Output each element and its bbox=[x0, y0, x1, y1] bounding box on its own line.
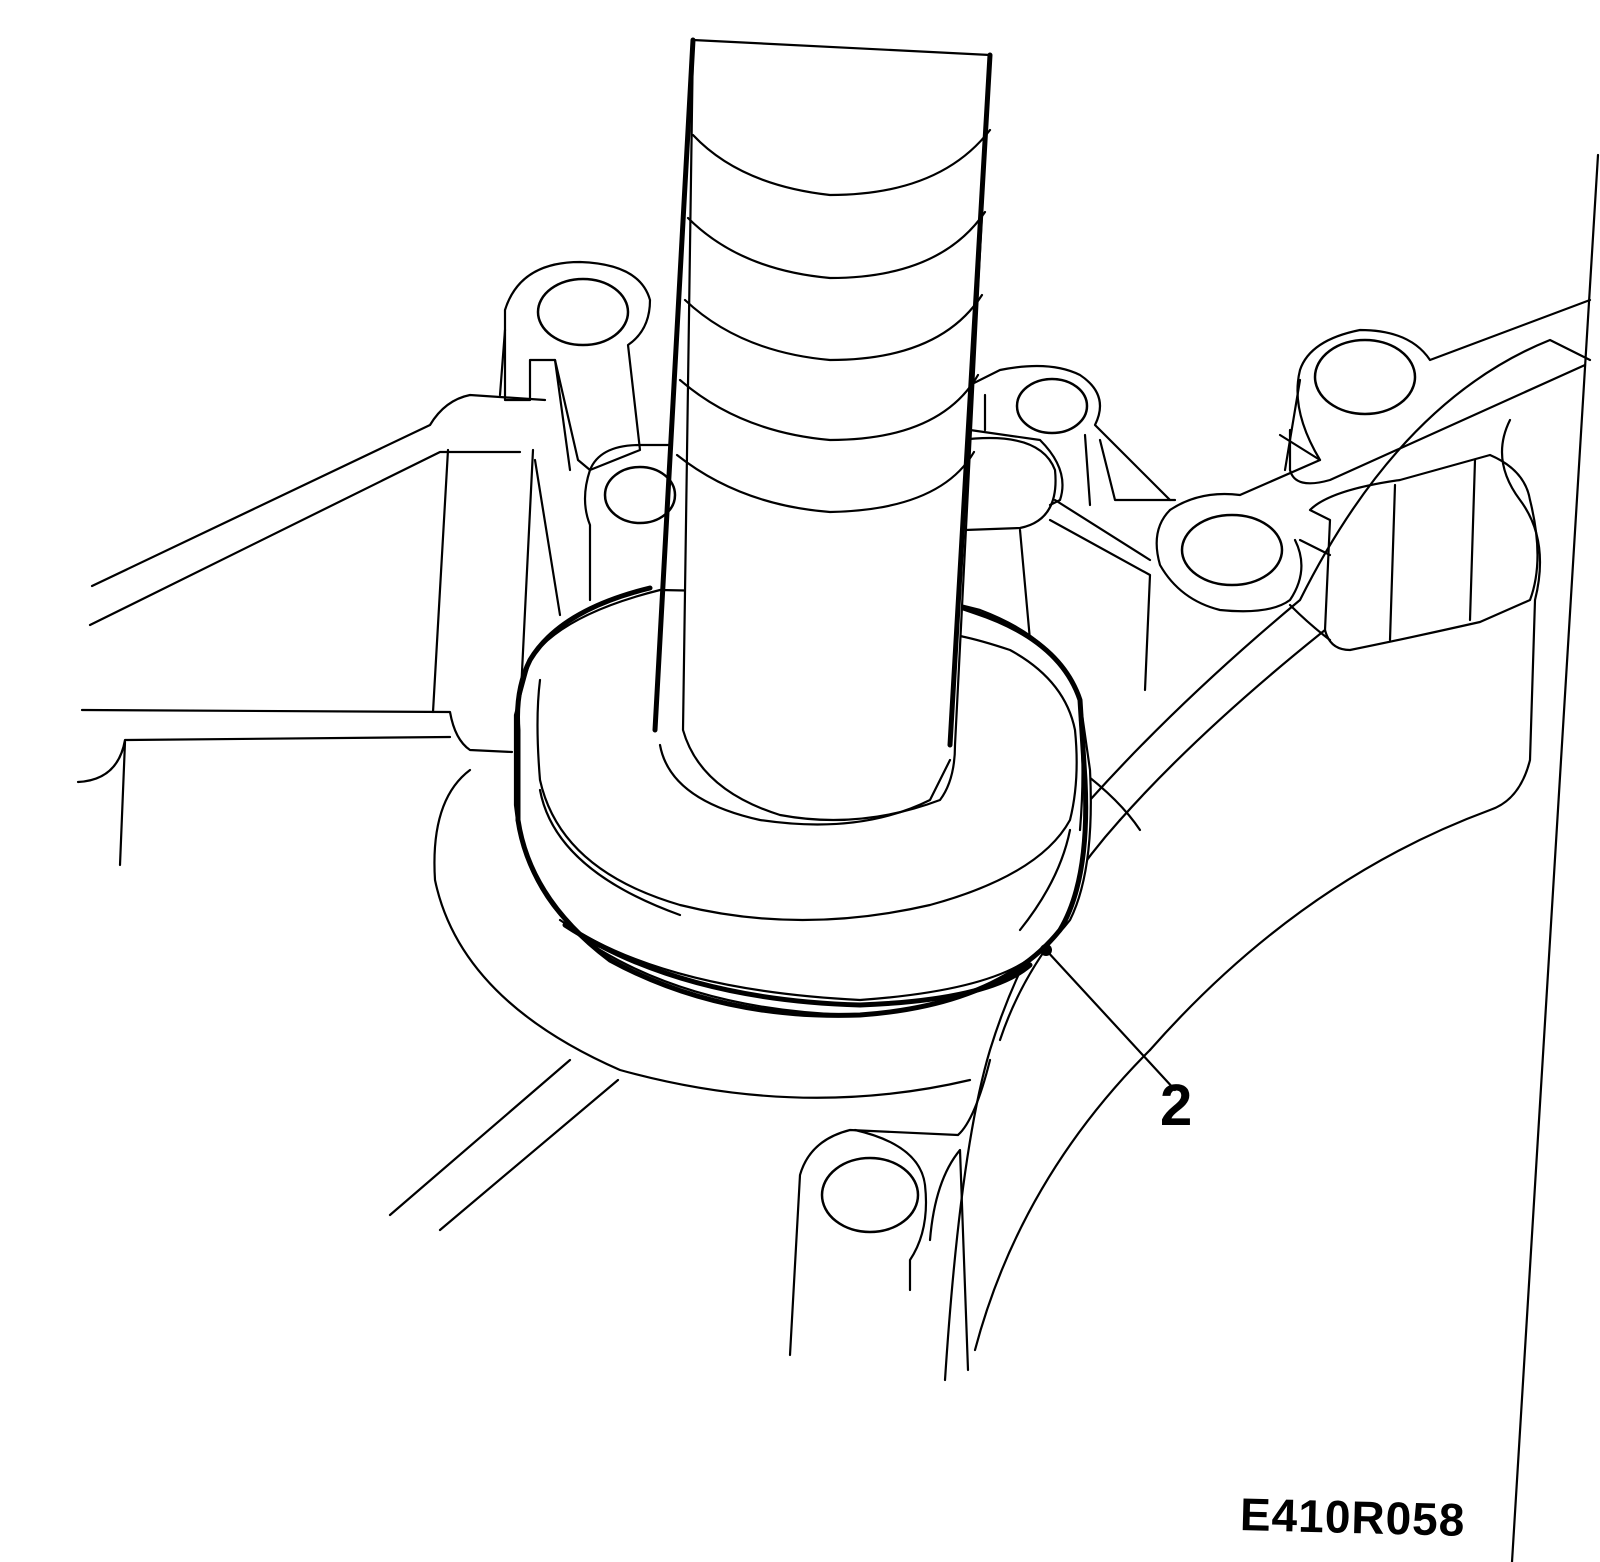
bolt-hole bbox=[1015, 377, 1089, 435]
boss-top-left bbox=[498, 260, 652, 472]
tool-edge-left bbox=[652, 37, 696, 733]
boss-top-center bbox=[958, 364, 1177, 692]
housing-left-flange bbox=[76, 393, 547, 867]
boss-bottom bbox=[788, 1058, 992, 1372]
boss-right bbox=[1148, 298, 1592, 1052]
bolt-hole bbox=[1180, 513, 1284, 587]
boss-center-left bbox=[533, 443, 677, 617]
bolt-hole bbox=[603, 465, 677, 525]
page-frame-edge bbox=[1510, 153, 1600, 1562]
figure-reference-code: E410R058 bbox=[1239, 1488, 1467, 1546]
callout-leader bbox=[1040, 944, 1177, 1092]
callout-number: 2 bbox=[1160, 1073, 1193, 1138]
tool-edge-right bbox=[947, 52, 993, 748]
base-plate-lines bbox=[388, 1058, 620, 1232]
seal-installer-tool bbox=[652, 37, 993, 826]
bolt-hole bbox=[1313, 338, 1417, 416]
bolt-hole bbox=[536, 277, 630, 347]
bolt-hole bbox=[820, 1156, 920, 1234]
